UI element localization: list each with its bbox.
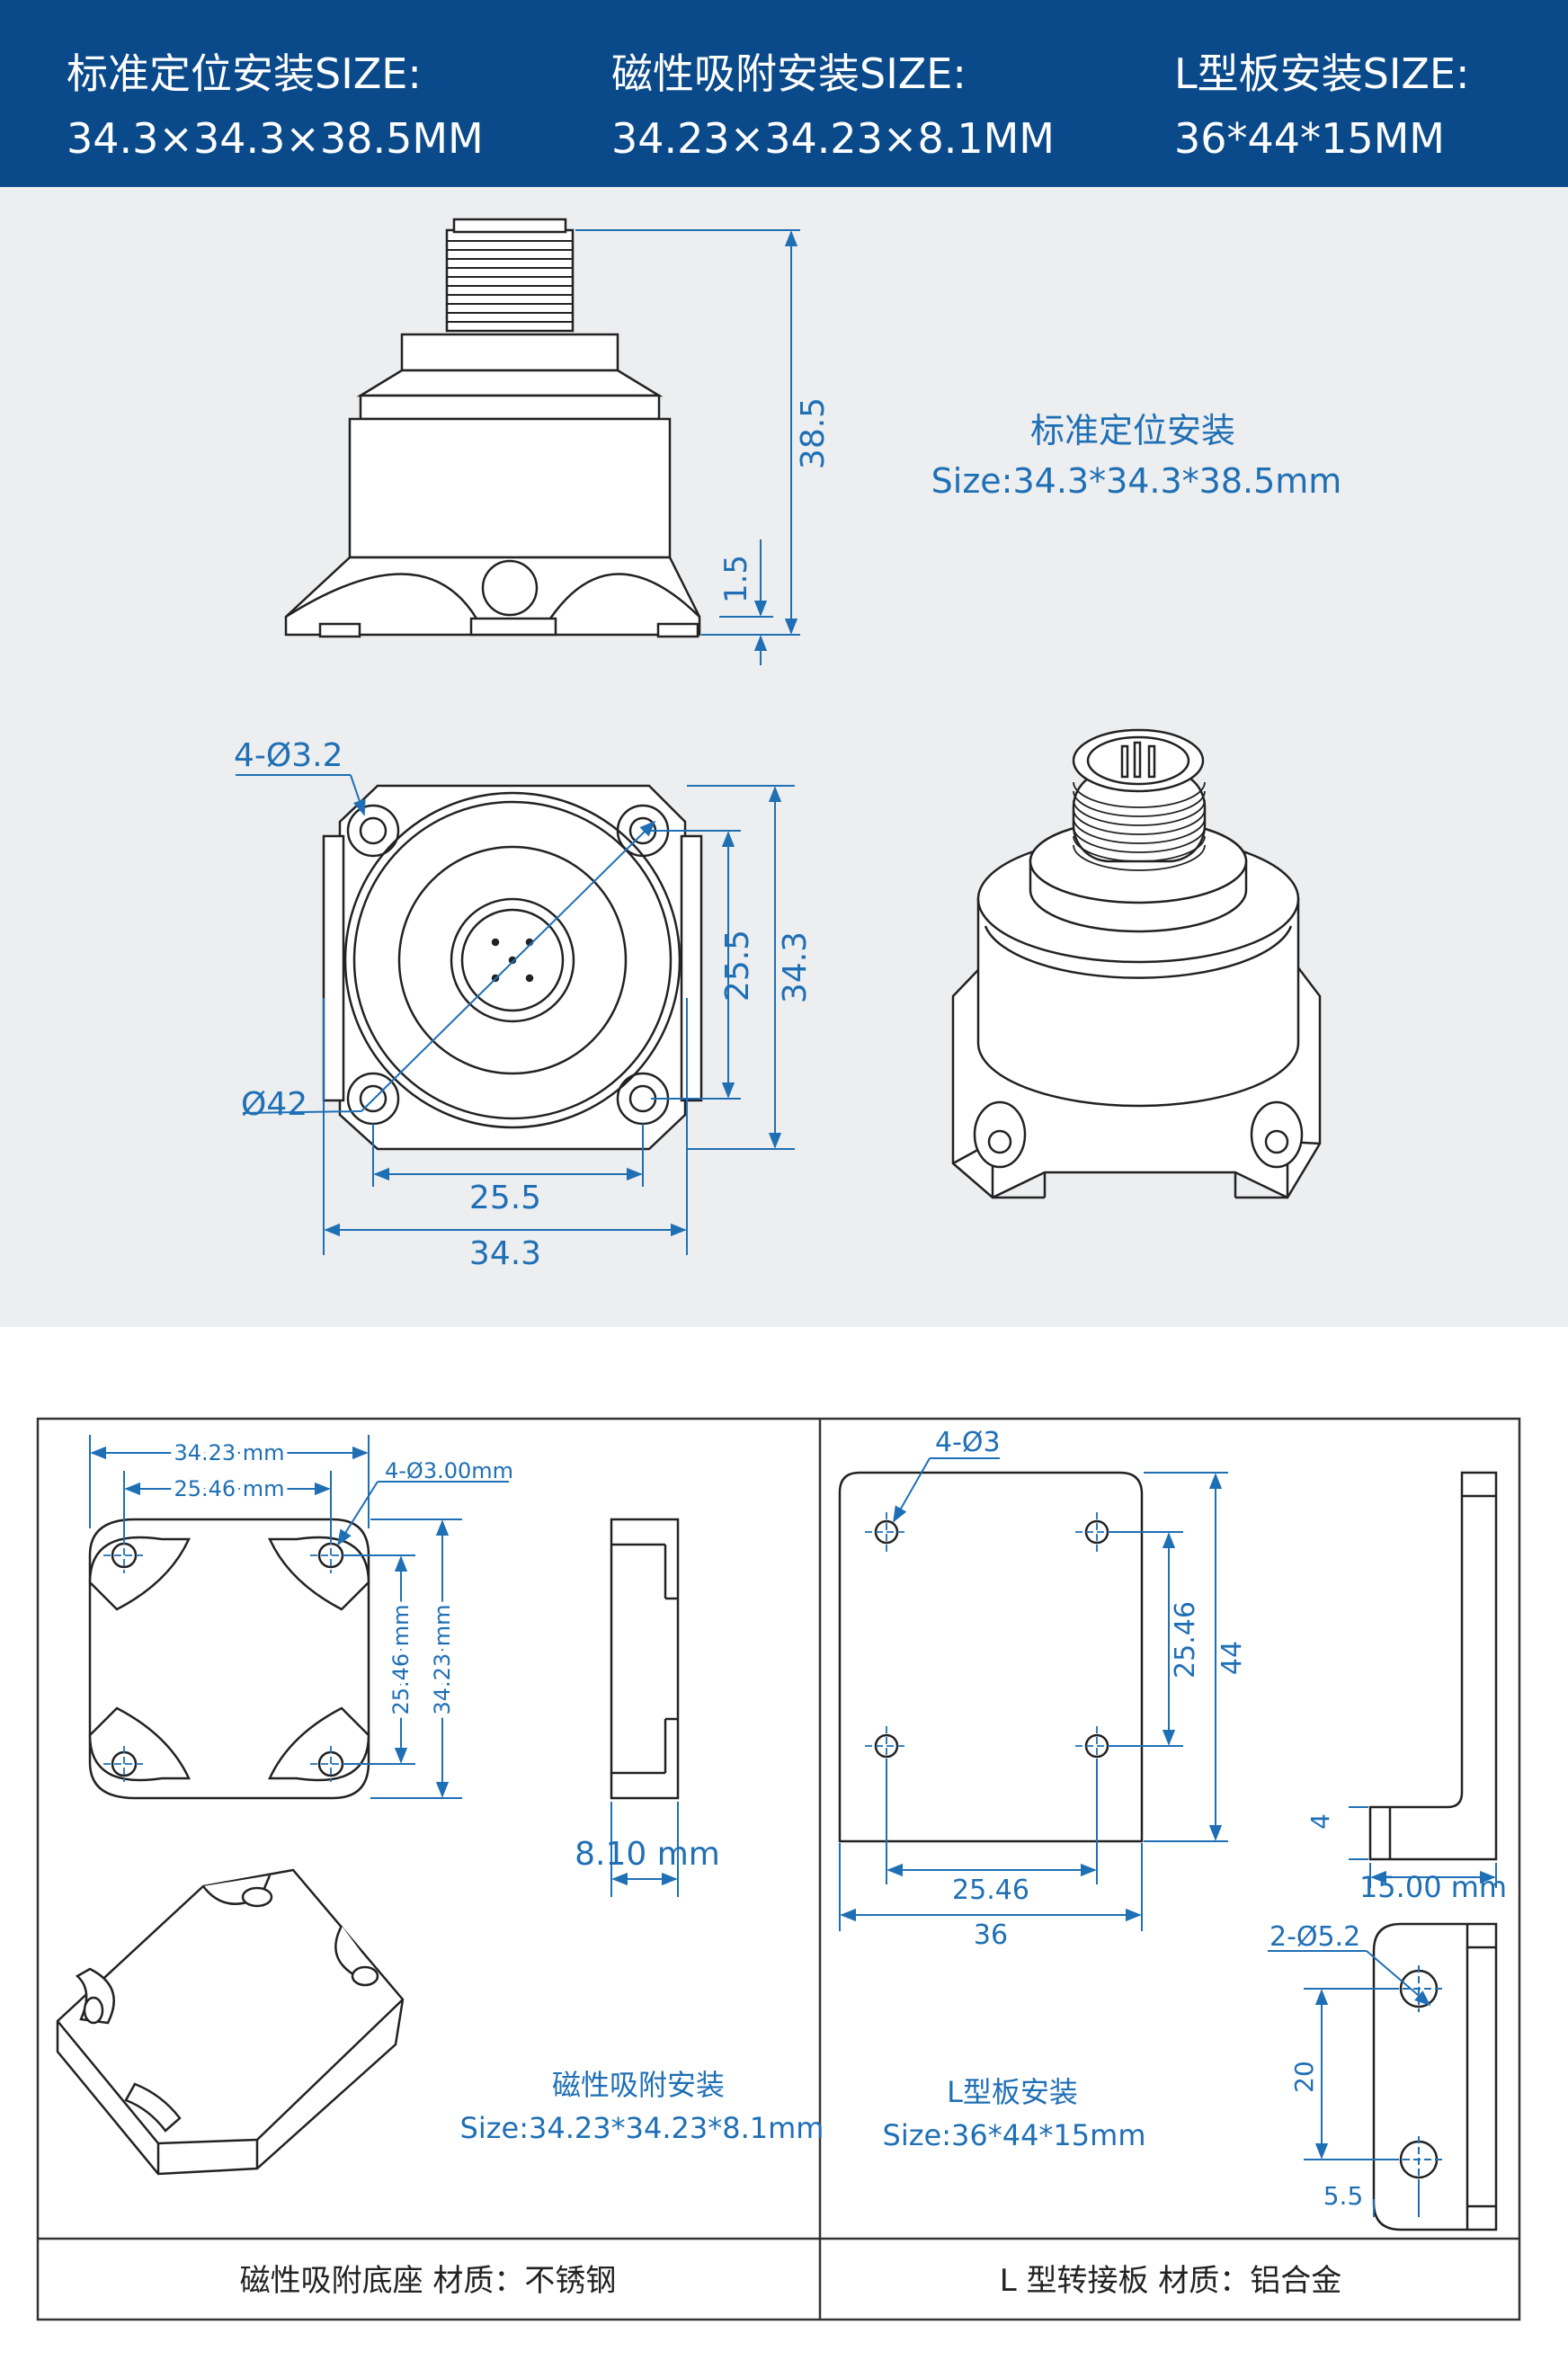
standard-outer-v-label: 34.3 [777,931,814,1003]
magnetic-inner-h-label: 25.46 mm [388,1604,414,1714]
lplate-title: L型板安装 [947,2075,1078,2109]
lplate-outer-v-label: 44 [1216,1641,1248,1675]
magnetic-3d-view [56,1868,405,2176]
magnetic-title: 磁性吸附安装 [552,2068,725,2102]
header-lplate-value: 36*44*15MM [1174,114,1445,163]
lplate-outer-h-label: 36 [974,1919,1008,1951]
magnetic-footer-label: 磁性吸附底座 材质：不锈钢 [240,2263,617,2299]
magnetic-thickness-label: 8.10 mm [575,1836,720,1873]
lplate-side-dimensions [1349,1806,1497,1888]
header-lplate-size: L型板安装SIZE: 36*44*15MM [1174,41,1469,171]
standard-top-view [322,784,703,1151]
standard-side-dimensions [575,229,800,665]
lplate-thick-label: 4 [1305,1813,1335,1830]
bottom-table-frame [36,1417,1521,2321]
lplate-depth-label: 15.00 mm [1359,1870,1507,1904]
magnetic-outer-w-label: 34.23 mm [174,1440,284,1465]
lplate-slot-dimensions [1268,1950,1446,2217]
lplate-front-dimensions [839,1457,1228,1931]
lplate-footer-label: L 型转接板 材质：铝合金 [1000,2263,1342,2299]
lplate-slot-label: 2-Ø5.2 [1270,1921,1360,1953]
header-magnetic-value: 34.23×34.23×8.1MM [611,114,1055,163]
magnetic-inner-w-label: 25.46 mm [174,1476,284,1501]
lplate-inner-h-label: 25.46 [952,1875,1029,1906]
magnetic-outer-h-label: 34.23 mm [430,1604,455,1714]
magnetic-dimensions [89,1435,509,1799]
lplate-spacing-label: 20 [1289,2061,1319,2093]
header-standard-label: 标准定位安装SIZE: [67,49,422,98]
standard-height-label: 38.5 [795,397,832,469]
standard-base-label: 1.5 [718,555,754,603]
lplate-size-caption: Size:36*44*15mm [883,2118,1146,2152]
header-magnetic-label: 磁性吸附安装SIZE: [611,49,967,98]
magnetic-thickness-dimension [610,1802,679,1897]
standard-inner-v-label: 25.5 [719,930,756,1002]
lplate-slot-view [1372,1922,1498,2231]
header-standard-size: 标准定位安装SIZE: 34.3×34.3×38.5MM [67,41,484,171]
header-magnetic-size: 磁性吸附安装SIZE: 34.23×34.23×8.1MM [611,41,1055,171]
lplate-edge-label: 5.5 [1323,2181,1364,2211]
standard-top-dimensions [236,774,795,1255]
standard-side-view [284,218,701,638]
standard-title: 标准定位安装 [1030,411,1235,450]
lplate-inner-v-label: 25.46 [1170,1601,1201,1679]
magnetic-size-caption: Size:34.23*34.23*8.1mm [460,2111,824,2145]
magnetic-top-view [88,1518,370,1800]
standard-size-caption: Size:34.3*34.3*38.5mm [931,461,1342,501]
header-standard-value: 34.3×34.3×38.5MM [67,114,484,163]
lplate-holes-label: 4-Ø3 [935,1427,1001,1458]
standard-inner-h-label: 25.5 [469,1180,541,1216]
standard-holes-label: 4-Ø3.2 [234,737,343,774]
standard-diameter-label: Ø42 [241,1086,307,1123]
standard-3d-view [951,728,1322,1199]
lplate-side-view [1368,1471,1498,1861]
magnetic-side-view [610,1518,680,1800]
header-banner: 标准定位安装SIZE: 34.3×34.3×38.5MM 磁性吸附安装SIZE:… [0,0,1568,187]
magnetic-holes-label: 4-Ø3.00mm [385,1458,513,1483]
header-lplate-label: L型板安装SIZE: [1174,49,1470,98]
standard-outer-h-label: 34.3 [469,1235,541,1272]
